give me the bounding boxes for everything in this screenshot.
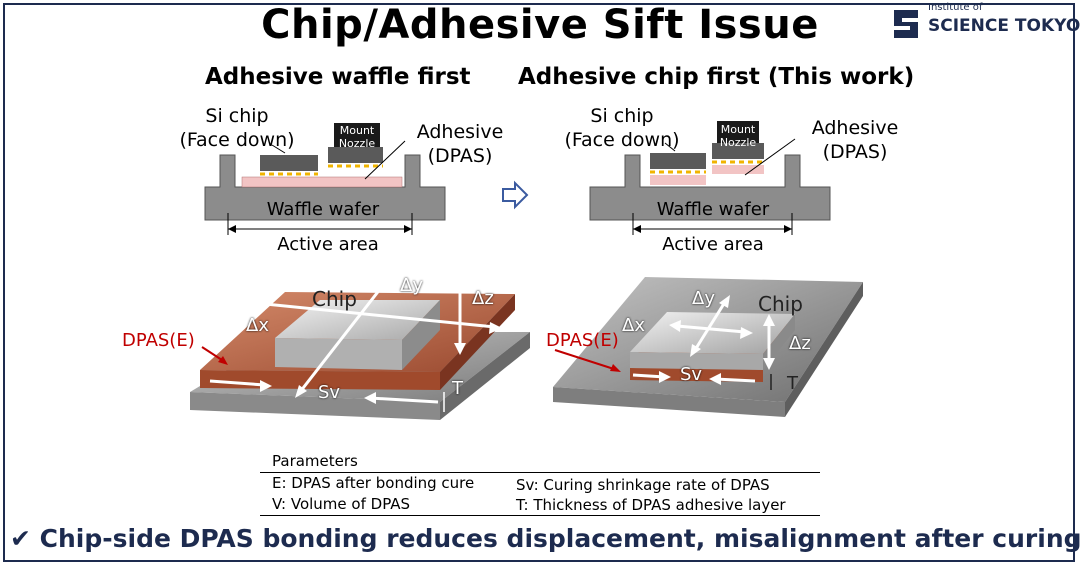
param-sv: Sv: Curing shrinkage rate of DPAS — [516, 476, 770, 494]
slide-frame — [3, 3, 1075, 562]
left-mount-nozzle-label: Mount Nozzle — [334, 124, 380, 150]
right-mount-line1: Mount — [720, 123, 756, 136]
right-dx-label: Δx — [622, 315, 645, 336]
param-t: T: Thickness of DPAS adhesive layer — [516, 496, 786, 514]
right-3d-render — [553, 277, 863, 417]
conclusion-text: ✔ Chip-side DPAS bonding reduces displac… — [10, 524, 1080, 553]
left-3d-render — [190, 252, 530, 420]
left-t-label: T — [452, 378, 463, 399]
right-heading: Adhesive chip first (This work) — [518, 64, 915, 90]
left-active-area-label: Active area — [277, 234, 379, 255]
left-dz-label: Δz — [472, 288, 494, 309]
left-sv-label: Sv — [318, 382, 341, 403]
slide-title: Chip/Adhesive Sift Issue — [261, 2, 819, 48]
right-mount-line2: Nozzle — [719, 136, 757, 149]
params-rule-bottom — [260, 515, 820, 516]
left-dy-label: Δy — [400, 275, 423, 296]
right-arrow-icon — [502, 180, 529, 210]
right-si-chip-line1: Si chip — [590, 105, 654, 127]
left-adhesive-line2: (DPAS) — [427, 145, 493, 167]
left-dx-label: Δx — [246, 315, 269, 336]
left-wafer-label: Waffle wafer — [266, 199, 380, 220]
right-cross-section — [589, 121, 831, 235]
param-e: E: DPAS after bonding cure — [272, 474, 475, 492]
right-mount-nozzle-label: Mount Nozzle — [717, 123, 759, 149]
logo-line1: Institute of — [928, 2, 983, 13]
right-adhesive-label: Adhesive (DPAS) — [800, 116, 910, 164]
right-active-area-label: Active area — [662, 234, 764, 255]
right-sv-label: Sv — [680, 364, 703, 385]
params-heading: Parameters — [272, 452, 358, 470]
right-t-label: T — [787, 373, 798, 394]
right-dpas-label: DPAS(E) — [546, 330, 619, 351]
right-dy-label: Δy — [692, 288, 715, 309]
left-heading: Adhesive waffle first — [205, 64, 471, 90]
logo-line2: SCIENCE TOKYO — [928, 16, 1080, 36]
left-cross-section — [204, 123, 446, 235]
right-adhesive-line2: (DPAS) — [822, 141, 888, 163]
left-dpas-label: DPAS(E) — [122, 330, 195, 351]
param-v: V: Volume of DPAS — [272, 495, 411, 513]
left-chip-label: Chip — [312, 287, 357, 311]
parameters-table: Parameters E: DPAS after bonding cure V:… — [260, 450, 820, 516]
left-si-chip-label: Si chip (Face down) — [172, 104, 302, 152]
right-chip-label: Chip — [758, 292, 803, 316]
left-si-chip-line1: Si chip — [205, 105, 269, 127]
params-rule-top — [260, 472, 820, 473]
left-adhesive-line1: Adhesive — [416, 121, 504, 143]
left-adhesive-label: Adhesive (DPAS) — [405, 120, 515, 168]
right-wafer-label: Waffle wafer — [656, 199, 770, 220]
right-adhesive-line1: Adhesive — [811, 117, 899, 139]
left-si-chip-line2: (Face down) — [179, 129, 295, 151]
right-si-chip-line2: (Face down) — [564, 129, 680, 151]
s-logo-icon — [894, 10, 918, 38]
institute-logo: Institute of SCIENCE TOKYO — [890, 2, 1080, 46]
left-mount-line1: Mount — [339, 124, 375, 137]
right-si-chip-label: Si chip (Face down) — [557, 104, 687, 152]
left-mount-line2: Nozzle — [338, 137, 376, 150]
right-dz-label: Δz — [789, 333, 811, 354]
